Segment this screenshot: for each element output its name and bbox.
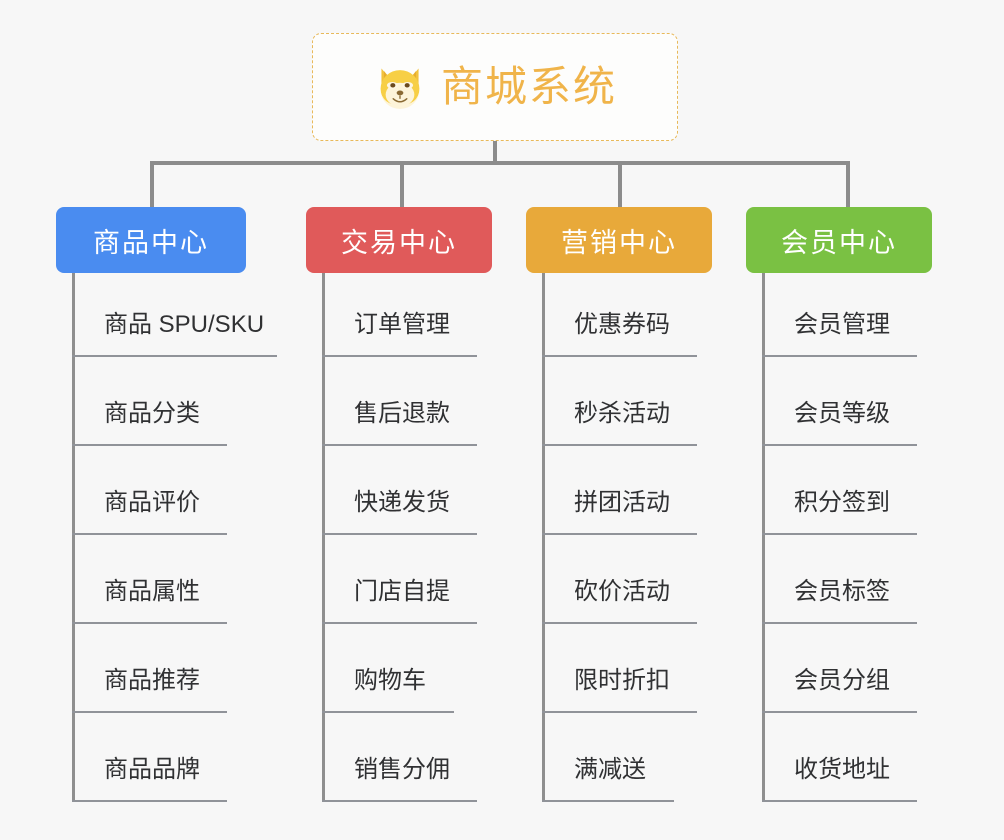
leaf-underline xyxy=(542,711,697,713)
category-header-label: 商品中心 xyxy=(93,227,209,258)
column-spine-trade-center xyxy=(322,273,325,802)
connector-drop-marketing-center xyxy=(618,161,622,207)
leaf-item-label: 商品评价 xyxy=(104,489,200,516)
category-header-trade-center[interactable]: 交易中心 xyxy=(306,207,492,273)
leaf-item-order-management[interactable]: 订单管理 xyxy=(322,268,477,357)
leaf-item-label: 会员标签 xyxy=(794,578,890,605)
leaf-item-limited-time-discount[interactable]: 限时折扣 xyxy=(542,624,697,713)
leaf-underline xyxy=(762,533,917,535)
leaf-underline xyxy=(542,622,697,624)
leaf-item-points-checkin[interactable]: 积分签到 xyxy=(762,446,917,535)
root-node-shopping-mall-system[interactable]: 商城系统 xyxy=(312,33,678,141)
leaf-underline xyxy=(762,622,917,624)
leaf-item-full-reduction-gift[interactable]: 满减送 xyxy=(542,713,674,802)
connector-drop-product-center xyxy=(150,161,154,207)
leaf-item-after-sales-refund[interactable]: 售后退款 xyxy=(322,357,477,446)
leaf-underline xyxy=(72,800,227,802)
leaf-item-label: 商品属性 xyxy=(104,578,200,605)
leaf-underline xyxy=(762,711,917,713)
shiba-dog-face-icon xyxy=(380,68,420,109)
leaf-underline xyxy=(322,800,477,802)
leaf-item-shopping-cart[interactable]: 购物车 xyxy=(322,624,454,713)
leaf-item-product-recommend[interactable]: 商品推荐 xyxy=(72,624,227,713)
leaf-item-coupon-code[interactable]: 优惠券码 xyxy=(542,268,697,357)
leaf-item-label: 快递发货 xyxy=(354,489,450,516)
category-header-label: 交易中心 xyxy=(341,227,457,258)
connector-root-stem xyxy=(493,141,497,164)
leaf-underline xyxy=(322,622,477,624)
leaf-item-member-management[interactable]: 会员管理 xyxy=(762,268,917,357)
leaf-underline xyxy=(542,800,674,802)
leaf-item-express-shipping[interactable]: 快递发货 xyxy=(322,446,477,535)
leaf-item-label: 商品 SPU/SKU xyxy=(104,311,265,338)
column-spine-member-center xyxy=(762,273,765,802)
leaf-item-product-attribute[interactable]: 商品属性 xyxy=(72,535,227,624)
leaf-item-member-tag[interactable]: 会员标签 xyxy=(762,535,917,624)
leaf-item-sales-commission[interactable]: 销售分佣 xyxy=(322,713,477,802)
category-header-marketing-center[interactable]: 营销中心 xyxy=(526,207,712,273)
leaf-item-label: 销售分佣 xyxy=(354,756,450,783)
leaf-underline xyxy=(542,533,697,535)
leaf-item-label: 收货地址 xyxy=(794,756,890,783)
leaf-item-label: 会员管理 xyxy=(794,311,890,338)
leaf-underline xyxy=(322,533,477,535)
category-header-label: 营销中心 xyxy=(561,227,677,258)
leaf-item-label: 订单管理 xyxy=(354,311,450,338)
leaf-item-store-pickup[interactable]: 门店自提 xyxy=(322,535,477,624)
leaf-item-label: 满减送 xyxy=(574,756,646,783)
leaf-item-label: 限时折扣 xyxy=(574,667,670,694)
leaf-underline xyxy=(72,711,227,713)
leaf-underline xyxy=(72,355,277,357)
leaf-item-group-buy[interactable]: 拼团活动 xyxy=(542,446,697,535)
category-header-label: 会员中心 xyxy=(781,227,897,258)
leaf-underline xyxy=(762,355,917,357)
leaf-item-label: 商品推荐 xyxy=(104,667,200,694)
leaf-item-label: 商品品牌 xyxy=(104,756,200,783)
leaf-item-label: 售后退款 xyxy=(354,400,450,427)
leaf-item-label: 购物车 xyxy=(354,667,426,694)
leaf-item-product-spu-sku[interactable]: 商品 SPU/SKU xyxy=(72,268,277,357)
leaf-item-product-review[interactable]: 商品评价 xyxy=(72,446,227,535)
leaf-item-label: 商品分类 xyxy=(104,400,200,427)
leaf-item-member-level[interactable]: 会员等级 xyxy=(762,357,917,446)
leaf-underline xyxy=(72,533,227,535)
leaf-underline xyxy=(322,444,477,446)
connector-horizontal-bus xyxy=(150,161,850,165)
connector-drop-member-center xyxy=(846,161,850,207)
leaf-item-label: 会员分组 xyxy=(794,667,890,694)
connector-drop-trade-center xyxy=(400,161,404,207)
leaf-underline xyxy=(322,355,477,357)
leaf-item-product-category[interactable]: 商品分类 xyxy=(72,357,227,446)
column-spine-marketing-center xyxy=(542,273,545,802)
root-node-title: 商城系统 xyxy=(440,63,617,110)
column-spine-product-center xyxy=(72,273,75,802)
leaf-item-shipping-address[interactable]: 收货地址 xyxy=(762,713,917,802)
leaf-item-member-group[interactable]: 会员分组 xyxy=(762,624,917,713)
category-header-member-center[interactable]: 会员中心 xyxy=(746,207,932,273)
category-header-product-center[interactable]: 商品中心 xyxy=(56,207,246,273)
leaf-underline xyxy=(72,444,227,446)
leaf-underline xyxy=(762,800,917,802)
leaf-item-label: 会员等级 xyxy=(794,400,890,427)
leaf-item-label: 拼团活动 xyxy=(574,489,670,516)
leaf-item-label: 秒杀活动 xyxy=(574,400,670,427)
leaf-underline xyxy=(542,444,697,446)
leaf-item-label: 砍价活动 xyxy=(574,578,670,605)
leaf-item-flash-sale[interactable]: 秒杀活动 xyxy=(542,357,697,446)
leaf-underline xyxy=(542,355,697,357)
leaf-item-bargain-activity[interactable]: 砍价活动 xyxy=(542,535,697,624)
leaf-underline xyxy=(322,711,454,713)
leaf-item-label: 积分签到 xyxy=(794,489,890,516)
leaf-item-label: 优惠券码 xyxy=(574,311,670,338)
leaf-item-product-brand[interactable]: 商品品牌 xyxy=(72,713,227,802)
leaf-item-label: 门店自提 xyxy=(354,578,450,605)
leaf-underline xyxy=(762,444,917,446)
leaf-underline xyxy=(72,622,227,624)
